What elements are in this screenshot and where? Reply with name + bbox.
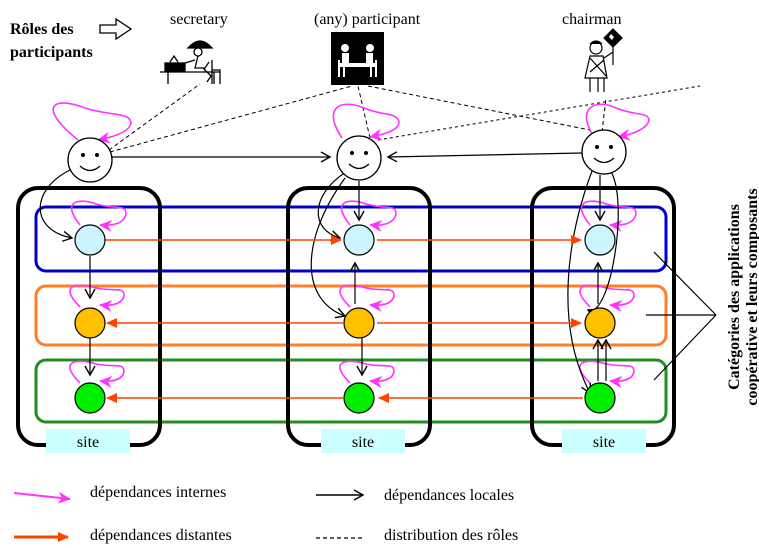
smiley-face-icon	[67, 137, 113, 183]
node-cyan-2	[343, 224, 375, 256]
node-cyan-1	[74, 224, 106, 256]
side-label-line2: coopérative et leurs composants	[744, 188, 759, 405]
legend-roles-label: distribution des rôles	[384, 527, 518, 544]
site-label-2: site	[352, 434, 374, 451]
legend-remote-label: dépendances distantes	[90, 527, 232, 544]
site-label-3: site	[593, 434, 615, 451]
hollow-right-arrow-icon	[99, 17, 133, 41]
role-label-secretary: secretary	[170, 11, 228, 28]
role-distribution-lines	[108, 83, 701, 153]
site-label-bg-2	[321, 429, 405, 453]
legend: dépendances internes dépendances locales…	[13, 484, 518, 544]
layer-green	[34, 358, 668, 424]
node-orange-3	[584, 307, 616, 339]
smiley-face-icon	[336, 135, 382, 181]
site-label-bg-3	[562, 429, 646, 453]
meeting-participants-icon	[331, 32, 384, 85]
legend-internal-label: dépendances internes	[90, 484, 226, 501]
side-label-line1: Catégories des applications	[726, 204, 743, 390]
roles-title-line2: participants	[10, 44, 93, 61]
site-label-bg-1	[46, 429, 130, 453]
chairman-with-stop-sign-icon	[584, 28, 623, 92]
category-bracket	[646, 251, 717, 381]
node-green-2	[343, 382, 375, 414]
local-dependencies	[39, 151, 619, 395]
node-orange-2	[343, 307, 375, 339]
role-label-participant: (any) participant	[314, 11, 421, 28]
roles-title-line1: Rôles des	[10, 21, 74, 38]
legend-local-label: dépendances locales	[384, 487, 514, 504]
remote-dependencies	[103, 235, 583, 403]
internal-dependencies	[52, 102, 650, 388]
smiley-face-icon	[581, 129, 627, 175]
role-label-chairman: chairman	[562, 11, 622, 28]
node-orange-1	[74, 307, 106, 339]
node-cyan-3	[584, 224, 616, 256]
node-green-3	[584, 382, 616, 414]
node-green-1	[74, 382, 106, 414]
site-label-1: site	[77, 434, 99, 451]
component-nodes	[74, 224, 616, 414]
secretary-at-desk-icon	[160, 40, 221, 84]
legend-internal-icon	[13, 491, 71, 504]
